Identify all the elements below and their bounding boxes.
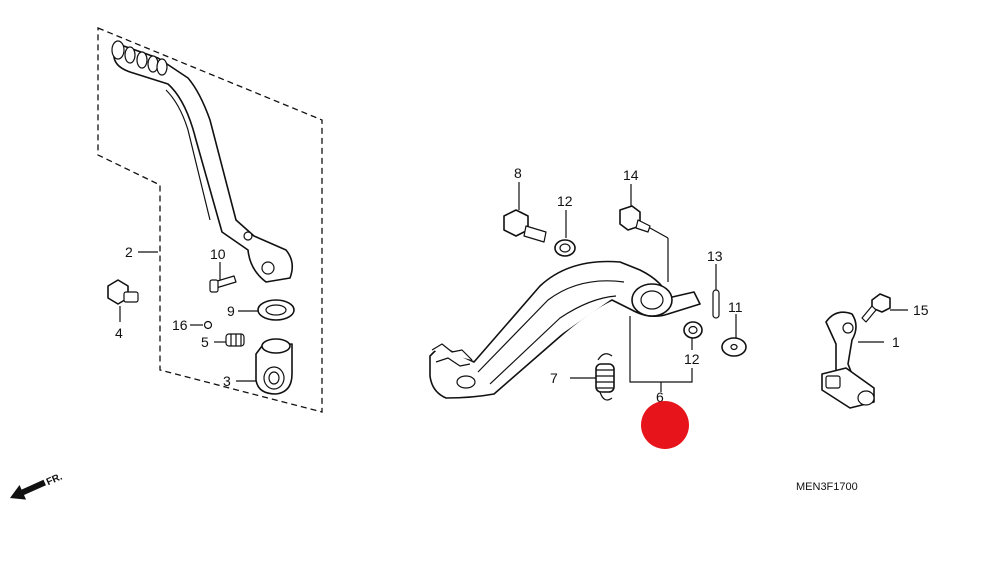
- callout-10: 10: [210, 246, 226, 262]
- callout-6: 6: [656, 389, 664, 405]
- callout-15: 15: [913, 302, 929, 318]
- brake-pedal-group: [429, 182, 747, 401]
- kick-boss-3-part: [255, 338, 293, 395]
- washer-12-lower-part: [683, 321, 703, 339]
- highlight-marker-dot: [641, 401, 689, 449]
- front-arrow-label: FR.: [45, 471, 64, 488]
- callout-3: 3: [223, 373, 231, 389]
- callout-labels: 1 2 3 4 5 6 7 8 9 10 11 12 12 13 14 15 1…: [115, 165, 929, 405]
- brake-pedal-6-part: [429, 260, 701, 399]
- bolt-15-part: [861, 293, 891, 323]
- callout-9: 9: [227, 303, 235, 319]
- bolt-4-part: [107, 279, 139, 322]
- callout-8: 8: [514, 165, 522, 181]
- callout-7: 7: [550, 370, 558, 386]
- front-direction-arrow: FR.: [10, 471, 64, 500]
- pin-14-part: [619, 205, 651, 233]
- o-ring-16-part: [203, 320, 213, 330]
- diagram-code: MEN3F1700: [796, 481, 858, 493]
- spring-7-part: [595, 353, 615, 401]
- shift-arm-group: [821, 293, 908, 409]
- callout-12-upper: 12: [557, 193, 573, 209]
- washer-12-upper-part: [554, 239, 576, 257]
- callout-5: 5: [201, 334, 209, 350]
- spring-5-part: [225, 333, 245, 347]
- washer-11-part: [721, 337, 747, 357]
- kick-arm-part: [111, 40, 294, 283]
- callout-13: 13: [707, 248, 723, 264]
- callout-11: 11: [728, 299, 743, 315]
- kick-starter-dashed-outline: [97, 27, 323, 413]
- callout-16: 16: [172, 317, 188, 333]
- kick-starter-group: [97, 27, 323, 413]
- shift-arm-1-part: [821, 311, 875, 409]
- bolt-10-part: [209, 275, 237, 293]
- cotter-pin-13-part: [712, 289, 720, 319]
- callout-12-lower: 12: [684, 351, 700, 367]
- callout-14: 14: [623, 167, 639, 183]
- callout-1: 1: [892, 334, 900, 350]
- bolt-8-part: [503, 209, 547, 243]
- callout-4: 4: [115, 325, 123, 341]
- seal-9-part: [257, 299, 295, 321]
- callout-2: 2: [125, 244, 133, 260]
